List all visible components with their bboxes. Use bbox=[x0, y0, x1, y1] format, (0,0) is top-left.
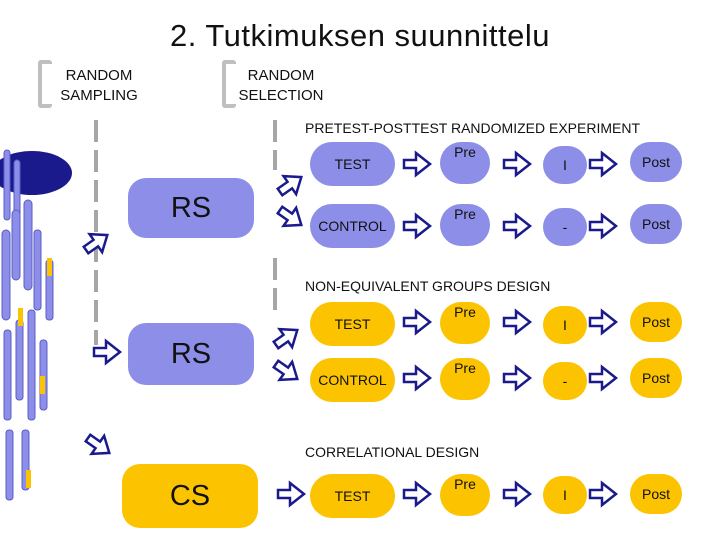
arrow-s2-rs-test-icon bbox=[271, 327, 299, 351]
section3-test-pre-label: Pre bbox=[454, 476, 476, 492]
arrow-s1-rs-test-icon bbox=[275, 174, 303, 198]
sampling-bracket bbox=[38, 60, 52, 108]
section2-control-label: CONTROL bbox=[318, 372, 387, 388]
arrow-s2-test-pre-icon bbox=[402, 308, 433, 336]
section2-test-pre: Pre bbox=[440, 302, 490, 344]
arrow-s2-treat-post-icon bbox=[588, 308, 619, 336]
section3-test-post-label: Post bbox=[641, 486, 670, 502]
arrow-s3-treat-post-icon bbox=[588, 480, 619, 508]
section1-test-pre: Pre bbox=[440, 142, 490, 184]
section2-test-treatment-label: I bbox=[563, 317, 567, 333]
section1-rs-box: RS bbox=[128, 178, 254, 238]
section3-test-treatment: I bbox=[543, 476, 587, 514]
section3-test-treatment-label: I bbox=[563, 487, 567, 503]
arrow-s1-test-pre-icon bbox=[402, 150, 433, 178]
section1-control-box: CONTROL bbox=[310, 204, 395, 248]
section1-heading: PRETEST-POSTTEST RANDOMIZED EXPERIMENT bbox=[305, 120, 641, 136]
section3-test-label: TEST bbox=[334, 488, 371, 504]
arrow-sampling-s3-icon bbox=[83, 432, 111, 456]
slide-title: 2. Tutkimuksen suunnittelu bbox=[169, 18, 551, 53]
section2-control-post-label: Post bbox=[641, 370, 670, 386]
arrow-s2-pre-treat-icon bbox=[502, 308, 533, 336]
sampling-line1: RANDOM bbox=[65, 67, 133, 84]
section3-test-pre: Pre bbox=[440, 474, 490, 516]
arrow-s2-rs-control-icon bbox=[271, 358, 299, 382]
sampling-dashed-line bbox=[94, 120, 98, 345]
section1-test-treatment-label: I bbox=[563, 157, 567, 173]
section3-heading: CORRELATIONAL DESIGN bbox=[305, 444, 480, 460]
section2-control-pre: Pre bbox=[440, 358, 490, 400]
section3-cs-box: CS bbox=[122, 464, 258, 528]
selection-dashed-line bbox=[273, 120, 277, 170]
section2-heading: NON-EQUIVALENT GROUPS DESIGN bbox=[305, 278, 551, 294]
section1-rs-label: RS bbox=[170, 191, 212, 224]
arrow-s1-treat-post2-icon bbox=[588, 212, 619, 240]
section1-control-post-label: Post bbox=[641, 216, 670, 232]
selection-dashed-line-2 bbox=[273, 258, 277, 314]
section1-control-treatment-label: - bbox=[562, 219, 568, 235]
section2-rs-box: RS bbox=[128, 323, 254, 385]
sampling-line2: SAMPLING bbox=[60, 87, 138, 104]
section1-control-pre: Pre bbox=[440, 204, 490, 246]
arrow-s1-pre-treat-icon bbox=[502, 150, 533, 178]
section2-test-treatment: I bbox=[543, 306, 587, 344]
section1-control-pre-label: Pre bbox=[454, 206, 476, 222]
section2-test-post-label: Post bbox=[641, 314, 670, 330]
sampling-label: RANDOM SAMPLING bbox=[54, 66, 144, 106]
arrow-s1-rs-control-icon bbox=[275, 204, 303, 228]
arrow-s1-treat-post-icon bbox=[588, 150, 619, 178]
section1-control-treatment: - bbox=[543, 208, 587, 246]
selection-label: RANDOM SELECTION bbox=[234, 66, 328, 106]
section1-test-label: TEST bbox=[334, 156, 371, 172]
arrow-s3-cs-test-icon bbox=[276, 480, 307, 508]
section2-test-label: TEST bbox=[334, 316, 371, 332]
arrow-s3-test-pre-icon bbox=[402, 480, 433, 508]
section1-test-post-label: Post bbox=[641, 154, 670, 170]
section2-control-post: Post bbox=[630, 358, 682, 398]
section3-test-box: TEST bbox=[310, 474, 395, 518]
arrow-s2-pre-treat2-icon bbox=[502, 364, 533, 392]
section1-test-post: Post bbox=[630, 142, 682, 182]
section2-control-treatment-label: - bbox=[562, 373, 568, 389]
section3-cs-label: CS bbox=[169, 479, 211, 512]
arrow-s3-pre-treat-icon bbox=[502, 480, 533, 508]
arrow-s1-pre-treat2-icon bbox=[502, 212, 533, 240]
selection-line1: RANDOM bbox=[247, 67, 315, 84]
section1-control-label: CONTROL bbox=[318, 218, 387, 234]
section2-test-pre-label: Pre bbox=[454, 304, 476, 320]
arrow-s2-control-pre-icon bbox=[402, 364, 433, 392]
selection-bracket bbox=[222, 60, 236, 108]
section2-test-box: TEST bbox=[310, 302, 395, 346]
section2-control-treatment: - bbox=[543, 362, 587, 400]
section3-test-post: Post bbox=[630, 474, 682, 514]
selection-line2: SELECTION bbox=[238, 87, 324, 104]
section2-control-box: CONTROL bbox=[310, 358, 395, 402]
section1-test-box: TEST bbox=[310, 142, 395, 186]
section2-control-pre-label: Pre bbox=[454, 360, 476, 376]
population-graphic bbox=[0, 149, 72, 501]
arrow-s2-treat-post2-icon bbox=[588, 364, 619, 392]
section1-test-treatment: I bbox=[543, 146, 587, 184]
section1-test-pre-label: Pre bbox=[454, 144, 476, 160]
section2-rs-label: RS bbox=[170, 337, 212, 370]
section1-control-post: Post bbox=[630, 204, 682, 244]
arrow-s1-control-pre-icon bbox=[402, 212, 433, 240]
section2-test-post: Post bbox=[630, 302, 682, 342]
